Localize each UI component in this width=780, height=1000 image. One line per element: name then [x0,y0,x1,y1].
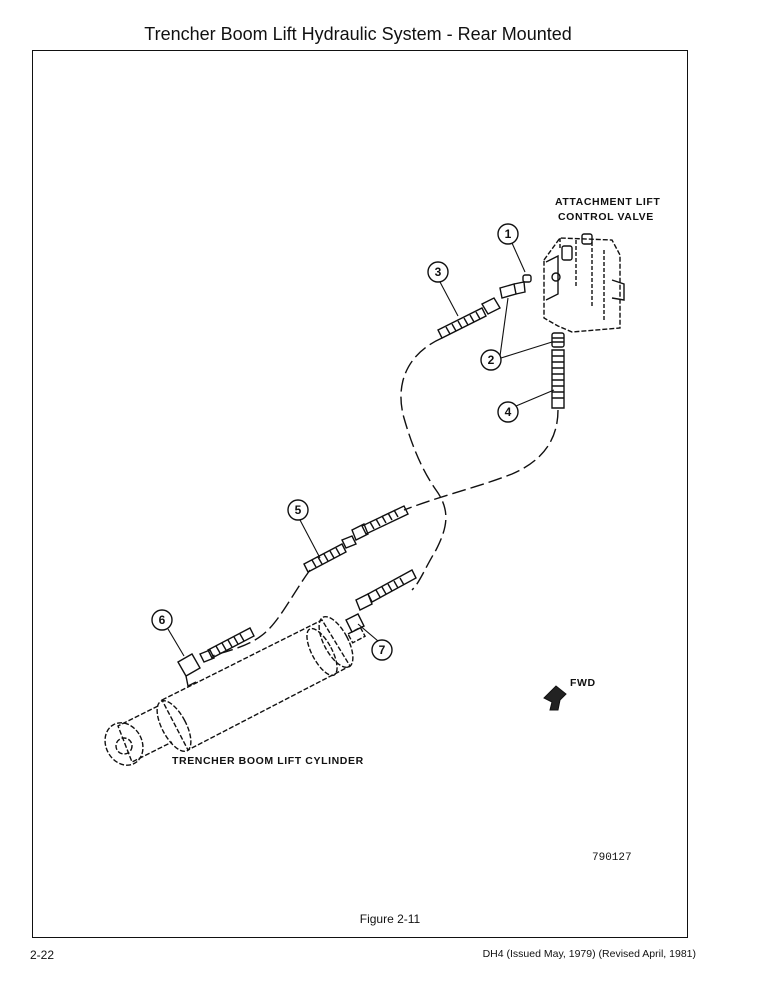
document-info: DH4 (Issued May, 1979) (Revised April, 1… [482,948,696,960]
plug-part-1 [522,274,532,283]
hose-end-lower-middle [355,569,417,611]
figure-caption: Figure 2-11 [359,912,421,926]
valve-label-line1: ATTACHMENT LIFT [555,196,661,208]
valve-label-line2: CONTROL VALVE [558,211,654,223]
cylinder-label: TRENCHER BOOM LIFT CYLINDER [172,755,364,767]
page-title: Trencher Boom Lift Hydraulic System - Re… [144,24,572,44]
leader-lines [167,242,555,657]
drawing-number: 790127 [592,852,632,864]
callout-6: 6 [159,613,166,627]
fwd-label: FWD [570,677,596,689]
fitting-part-7 [345,613,365,633]
hose-end-part-5 [303,535,357,573]
callout-7: 7 [379,643,386,657]
boom-lift-cylinder [104,615,367,766]
elbow-part-6 [177,653,201,688]
hose-end-part-3 [437,297,501,339]
callout-4: 4 [505,405,512,419]
callout-2: 2 [488,353,495,367]
hydraulic-diagram: 1 2 3 4 5 6 7 [104,223,625,766]
callout-1: 1 [505,227,512,241]
fitting-part-2-upper [499,281,526,299]
hose-end-lower-left [199,627,255,663]
fitting-part-2-lower [551,332,565,348]
page-number: 2-22 [30,948,55,962]
callout-5: 5 [295,503,302,517]
callout-circles [151,223,519,661]
callout-3: 3 [435,265,442,279]
hose-end-upper-middle [351,505,409,541]
hose-routes [211,337,559,657]
callout-numbers: 1 2 3 4 5 6 7 [159,227,512,657]
hose-end-part-4 [551,349,565,409]
fwd-arrow-icon [543,685,567,711]
figure-frame [32,50,688,938]
control-valve [543,233,625,333]
